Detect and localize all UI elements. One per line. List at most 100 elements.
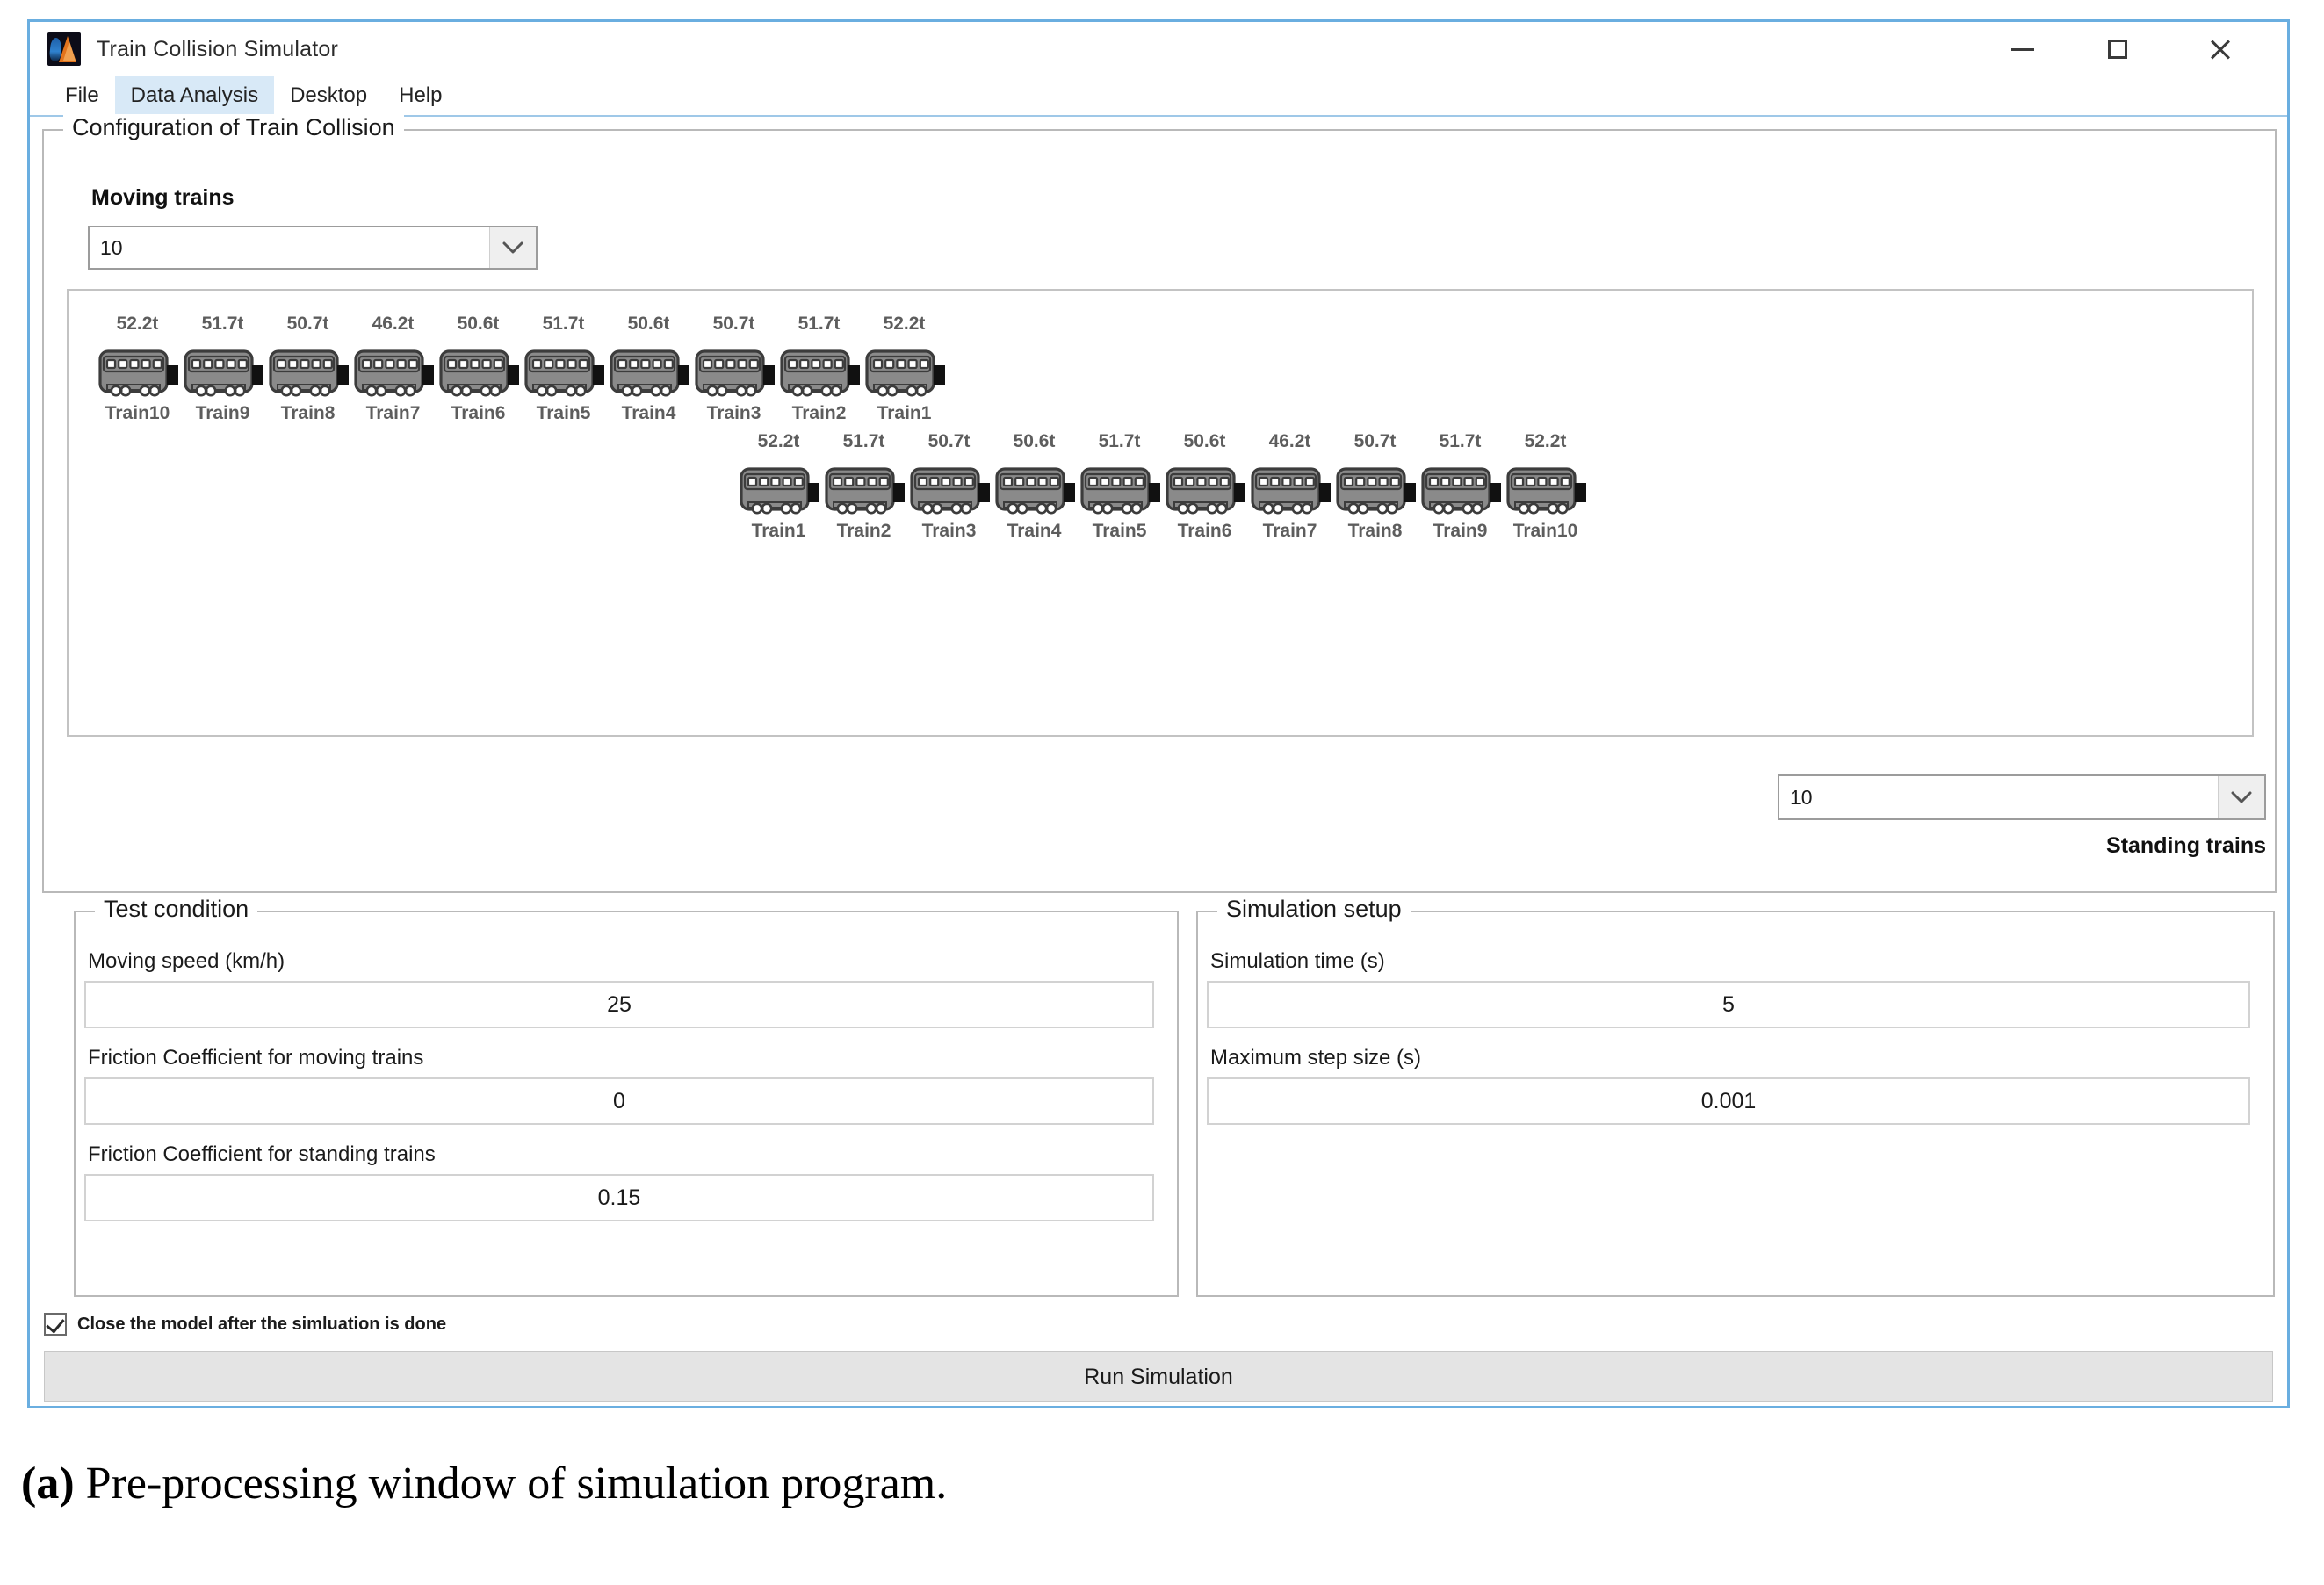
train-name-label: Train7 xyxy=(1262,521,1317,541)
train-name-label: Train9 xyxy=(1433,521,1488,541)
train-name-label: Train2 xyxy=(791,403,847,423)
title-bar: Train Collision Simulator xyxy=(30,22,2287,76)
close-model-checkbox[interactable] xyxy=(44,1313,67,1336)
menu-item-help[interactable]: Help xyxy=(399,83,443,107)
train-name-label: Train1 xyxy=(751,521,806,541)
matlab-icon xyxy=(47,32,81,66)
menu-item-file[interactable]: File xyxy=(65,83,99,107)
train-car-icon xyxy=(906,464,992,518)
friction-standing-input[interactable]: 0.15 xyxy=(84,1174,1154,1221)
menu-bar: File Data Analysis Desktop Help xyxy=(30,76,2287,117)
run-simulation-button[interactable]: Run Simulation xyxy=(44,1351,2273,1402)
figure-caption: (a) Pre-processing window of simulation … xyxy=(21,1458,947,1509)
train-name-label: Train1 xyxy=(877,403,932,423)
train-car-icon xyxy=(992,464,1077,518)
train-weight-label: 51.7t xyxy=(798,313,841,334)
train-car-icon xyxy=(265,346,350,400)
moving-trains-count-value: 10 xyxy=(100,235,123,259)
close-icon xyxy=(2208,38,2231,61)
maximum-step-size-input[interactable]: 0.001 xyxy=(1207,1077,2250,1125)
window-title: Train Collision Simulator xyxy=(97,36,338,61)
figure-caption-label: (a) xyxy=(21,1459,75,1509)
friction-moving-label: Friction Coefficient for moving trains xyxy=(88,1046,424,1070)
close-button[interactable] xyxy=(2182,22,2257,76)
standing-trains-count-select[interactable]: 10 xyxy=(1778,774,2266,820)
simulation-time-input[interactable]: 5 xyxy=(1207,981,2250,1028)
configuration-panel-title: Configuration of Train Collision xyxy=(63,114,404,141)
train-car-icon xyxy=(776,346,862,400)
train-car-icon xyxy=(821,464,906,518)
configuration-panel: Configuration of Train Collision Moving … xyxy=(42,114,2277,893)
train-weight-label: 52.2t xyxy=(116,313,159,334)
friction-standing-label: Friction Coefficient for standing trains xyxy=(88,1142,436,1166)
train-weight-label: 50.7t xyxy=(712,313,755,334)
train-weight-label: 52.2t xyxy=(1524,431,1567,451)
train-name-label: Train10 xyxy=(105,403,170,423)
train-car-icon xyxy=(1077,464,1162,518)
figure-caption-text: Pre-processing window of simulation prog… xyxy=(74,1459,948,1509)
train-weight-label: 50.6t xyxy=(627,313,670,334)
train-car-icon xyxy=(691,346,776,400)
train-weight-label: 51.7t xyxy=(542,313,585,334)
train-name-label: Train10 xyxy=(1512,521,1578,541)
simulation-setup-panel: Simulation setup Simulation time (s) 5 M… xyxy=(1196,896,2275,1297)
train-car-icon xyxy=(1418,464,1503,518)
train-weight-label: 50.6t xyxy=(1183,431,1226,451)
train-weight-label: 50.7t xyxy=(927,431,971,451)
maximize-button[interactable] xyxy=(2080,22,2155,76)
minimize-icon xyxy=(2011,47,2034,51)
train-weight-label: 51.7t xyxy=(1098,431,1141,451)
train-weight-label: 46.2t xyxy=(372,313,415,334)
train-weight-label: 51.7t xyxy=(842,431,885,451)
standing-trains-label: Standing trains xyxy=(2106,833,2266,858)
chevron-down-icon xyxy=(489,227,536,268)
train-name-label: Train6 xyxy=(1177,521,1232,541)
moving-speed-input[interactable]: 25 xyxy=(84,981,1154,1028)
moving-trains-label: Moving trains xyxy=(91,185,235,210)
train-car-icon xyxy=(1332,464,1418,518)
close-model-checkbox-row[interactable]: Close the model after the simluation is … xyxy=(44,1313,446,1336)
check-icon xyxy=(46,1314,65,1334)
standing-trains-count-value: 10 xyxy=(1790,785,1813,809)
train-name-label: Train5 xyxy=(536,403,591,423)
train-name-label: Train3 xyxy=(921,521,977,541)
train-weight-label: 50.6t xyxy=(457,313,500,334)
train-name-label: Train3 xyxy=(706,403,761,423)
train-name-label: Train4 xyxy=(621,403,676,423)
menu-item-data-analysis[interactable]: Data Analysis xyxy=(114,76,275,115)
friction-moving-input[interactable]: 0 xyxy=(84,1077,1154,1125)
moving-trains-count-select[interactable]: 10 xyxy=(88,226,538,270)
train-weight-label: 46.2t xyxy=(1268,431,1311,451)
train-weight-label: 52.2t xyxy=(757,431,800,451)
train-weight-label: 51.7t xyxy=(1439,431,1482,451)
train-car-icon xyxy=(95,346,180,400)
minimize-button[interactable] xyxy=(1985,22,2061,76)
train-car-icon xyxy=(521,346,606,400)
train-car-icon xyxy=(180,346,265,400)
train-car-icon xyxy=(606,346,691,400)
test-condition-panel-title: Test condition xyxy=(95,896,258,923)
menu-item-desktop[interactable]: Desktop xyxy=(290,83,368,107)
